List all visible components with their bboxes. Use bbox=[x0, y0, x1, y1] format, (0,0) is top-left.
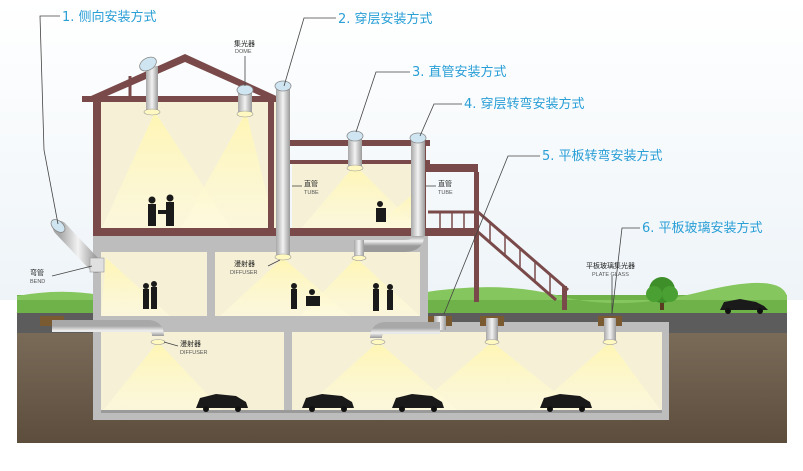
bend-label-cn: 弯管 bbox=[30, 268, 44, 277]
people-icon bbox=[373, 283, 393, 311]
diffuser-leader-2 bbox=[163, 341, 179, 347]
tube-label-en: TUBE bbox=[304, 190, 319, 196]
plate-glass-tube bbox=[480, 316, 504, 345]
leader-5 bbox=[443, 155, 540, 315]
diffuser-label-en-2: DIFFUSER bbox=[180, 350, 208, 356]
underground-garage bbox=[93, 322, 669, 420]
callout-5: 5. 平板转弯安装方式 bbox=[542, 148, 663, 164]
straight-tube bbox=[346, 130, 364, 172]
dome-label-cn: 集光器 bbox=[234, 39, 255, 48]
people-icon bbox=[143, 281, 157, 309]
leader-6 bbox=[611, 227, 640, 315]
leader-2 bbox=[283, 17, 336, 87]
bend-leader bbox=[51, 265, 93, 277]
through-floor-tube bbox=[274, 80, 292, 261]
staircase bbox=[428, 172, 569, 310]
callout-1: 1. 侧向安装方式 bbox=[62, 9, 157, 25]
diffuser-leader bbox=[267, 259, 281, 267]
tree-icon bbox=[646, 277, 678, 310]
tube-label-cn: 直管 bbox=[304, 179, 318, 188]
tube-label-en-2: TUBE bbox=[438, 190, 453, 196]
callout-4: 4. 穿层转弯安装方式 bbox=[464, 96, 585, 112]
diffuser-label-en: DIFFUSER bbox=[230, 270, 258, 276]
car-icon bbox=[196, 394, 248, 412]
callout-2: 2. 穿层安装方式 bbox=[338, 11, 433, 27]
side-tube bbox=[50, 219, 105, 273]
tube-label-cn-2: 直管 bbox=[438, 179, 452, 188]
bend-label-en: BEND bbox=[30, 279, 45, 285]
plate-glass-tube bbox=[598, 316, 622, 345]
dome-tube bbox=[236, 84, 254, 118]
car-icon bbox=[720, 299, 768, 314]
roof-slope-tube bbox=[139, 56, 161, 116]
person-reading-icon bbox=[376, 201, 386, 222]
car-icon bbox=[302, 394, 354, 412]
diffuser-label-cn-2: 漫射器 bbox=[180, 339, 201, 348]
leader-3 bbox=[355, 71, 410, 133]
dome-label-en: DOME bbox=[235, 49, 252, 55]
callout-6: 6. 平板玻璃安装方式 bbox=[642, 220, 763, 236]
plate-label-cn: 平板玻璃集光器 bbox=[586, 261, 635, 270]
leader-4 bbox=[419, 103, 462, 137]
car-icon bbox=[392, 394, 444, 412]
through-floor-bend-tube bbox=[351, 132, 427, 261]
car-icon bbox=[540, 394, 592, 412]
leader-1 bbox=[39, 15, 60, 225]
callout-3: 3. 直管安装方式 bbox=[412, 64, 507, 80]
people-icon bbox=[148, 194, 174, 226]
plate-bend-tube bbox=[370, 316, 452, 345]
upper-floor bbox=[93, 96, 478, 236]
diffuser-label-cn: 漫射器 bbox=[234, 259, 255, 268]
plate-label-en: PLATE GLASS bbox=[592, 272, 629, 278]
people-icon bbox=[291, 283, 320, 309]
